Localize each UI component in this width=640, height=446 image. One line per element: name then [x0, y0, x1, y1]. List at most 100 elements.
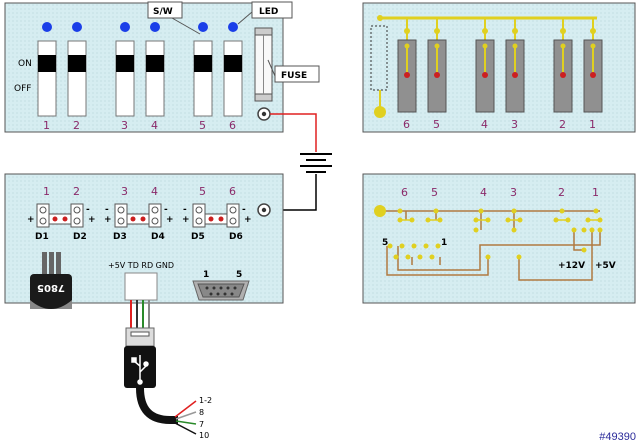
led-board-panel: 6 5 4 3 2 1 [362, 2, 636, 133]
trace-numbers: 6 5 4 3 2 1 [401, 186, 599, 199]
fuse-callout-label: FUSE [281, 71, 307, 81]
blue-led-1 [42, 22, 52, 32]
led-board-number-1: 1 [589, 118, 596, 131]
led-column-5 [427, 18, 447, 113]
diode-header-number-1: 1 [43, 185, 50, 198]
diode-panel: 1 2 3 4 5 6 + - + D1 D2 [4, 173, 284, 309]
trace-number-2: 2 [558, 186, 565, 199]
switch-panel: ON OFF 1 2 3 4 5 6 S/W LED [4, 1, 320, 133]
trace-panel: 6 5 4 3 2 1 [362, 173, 636, 304]
plus-sign: + [166, 215, 174, 225]
led-column-2 [553, 18, 573, 113]
led-row [42, 22, 238, 32]
wire-8 [175, 411, 197, 420]
connector-pin-5: 5 [382, 238, 388, 248]
toggle-switch-6 [223, 40, 243, 117]
trace-number-1: 1 [592, 186, 599, 199]
yellow-pads [374, 205, 603, 260]
blue-led-5 [198, 22, 208, 32]
toggle-switch-3 [115, 40, 135, 117]
diode-header-number-5: 5 [199, 185, 206, 198]
db9-connector [192, 280, 250, 301]
led-board-number-2: 2 [559, 118, 566, 131]
diode-header-number-6: 6 [229, 185, 236, 198]
led-callout: LED [237, 1, 293, 25]
diode-label-d1: D1 [35, 232, 49, 242]
plus-sign: + [104, 215, 112, 225]
diode-header-number-3: 3 [121, 185, 128, 198]
common-pad [374, 205, 386, 217]
serial-header-label: +5V TD RD GND [108, 261, 174, 270]
red-wire [270, 113, 317, 152]
led-column-6 [397, 18, 417, 113]
minus-sign: - [242, 205, 246, 215]
blue-led-6 [228, 22, 238, 32]
toggle-switch-5 [193, 40, 213, 117]
toggle-switches [37, 40, 243, 117]
fuse-callout: FUSE [267, 59, 320, 83]
switch-number-6: 6 [229, 119, 236, 132]
battery-symbol [300, 153, 332, 173]
led-board-numbers: 6 5 4 3 2 1 [403, 118, 596, 131]
sw-callout: S/W [147, 1, 201, 35]
minus-sign: - [86, 205, 90, 215]
led-columns [397, 18, 603, 113]
plus-sign: + [27, 215, 35, 225]
blue-led-3 [120, 22, 130, 32]
diode-label-d2: D2 [73, 232, 87, 242]
led-column-3 [505, 18, 525, 113]
switch-numbers: 1 2 3 4 5 6 [43, 119, 236, 132]
wire-1-2 [174, 400, 197, 418]
connector-pin-1: 1 [441, 238, 447, 248]
led-callout-label: LED [259, 7, 278, 17]
plus-sign: + [182, 215, 190, 225]
diode-label-d5: D5 [191, 232, 205, 242]
trace-number-5: 5 [431, 186, 438, 199]
switch-number-1: 1 [43, 119, 50, 132]
wire-10 [174, 422, 197, 435]
wire-label-8: 8 [199, 408, 204, 417]
db9-pin-5: 5 [236, 270, 242, 280]
led-column-1 [583, 18, 603, 113]
led-board-number-3: 3 [511, 118, 518, 131]
plus-sign: + [244, 215, 252, 225]
trace-number-6: 6 [401, 186, 408, 199]
watermark: #49390 [599, 431, 636, 443]
db9-pin-1: 1 [203, 270, 209, 280]
on-label: ON [18, 59, 32, 69]
minus-sign: - [164, 205, 168, 215]
toggle-switch-1 [37, 40, 57, 117]
usb-cable: 1-2 8 7 10 [124, 300, 212, 440]
fuse [254, 27, 273, 102]
trace-number-3: 3 [510, 186, 517, 199]
switch-number-3: 3 [121, 119, 128, 132]
black-wire [270, 174, 317, 211]
diode-pair-5-6: - + - + D5 D6 [182, 203, 252, 242]
common-pad [374, 106, 386, 118]
diode-label-d3: D3 [113, 232, 127, 242]
wire-label-1-2: 1-2 [199, 396, 212, 405]
trace-board [362, 173, 636, 304]
diode-header-number-2: 2 [73, 185, 80, 198]
blue-led-2 [72, 22, 82, 32]
off-label: OFF [14, 84, 31, 94]
led-board-number-6: 6 [403, 118, 410, 131]
label-5v: +5V [595, 261, 616, 271]
diode-pair-1-2: + - + D1 D2 [27, 203, 96, 242]
usb-icon [131, 355, 149, 385]
minus-sign: - [183, 205, 187, 215]
toggle-switch-4 [145, 40, 165, 117]
wire-label-7: 7 [199, 420, 204, 429]
switch-number-5: 5 [199, 119, 206, 132]
toggle-switch-2 [67, 40, 87, 117]
switch-number-2: 2 [73, 119, 80, 132]
minus-sign: - [105, 205, 109, 215]
wire-label-10: 10 [199, 431, 209, 440]
serial-connector [124, 272, 158, 301]
sw-callout-label: S/W [153, 7, 173, 17]
wire-7 [175, 420, 197, 425]
led-column-4 [475, 18, 495, 113]
diode-label-d6: D6 [229, 232, 243, 242]
led-board-number-5: 5 [433, 118, 440, 131]
